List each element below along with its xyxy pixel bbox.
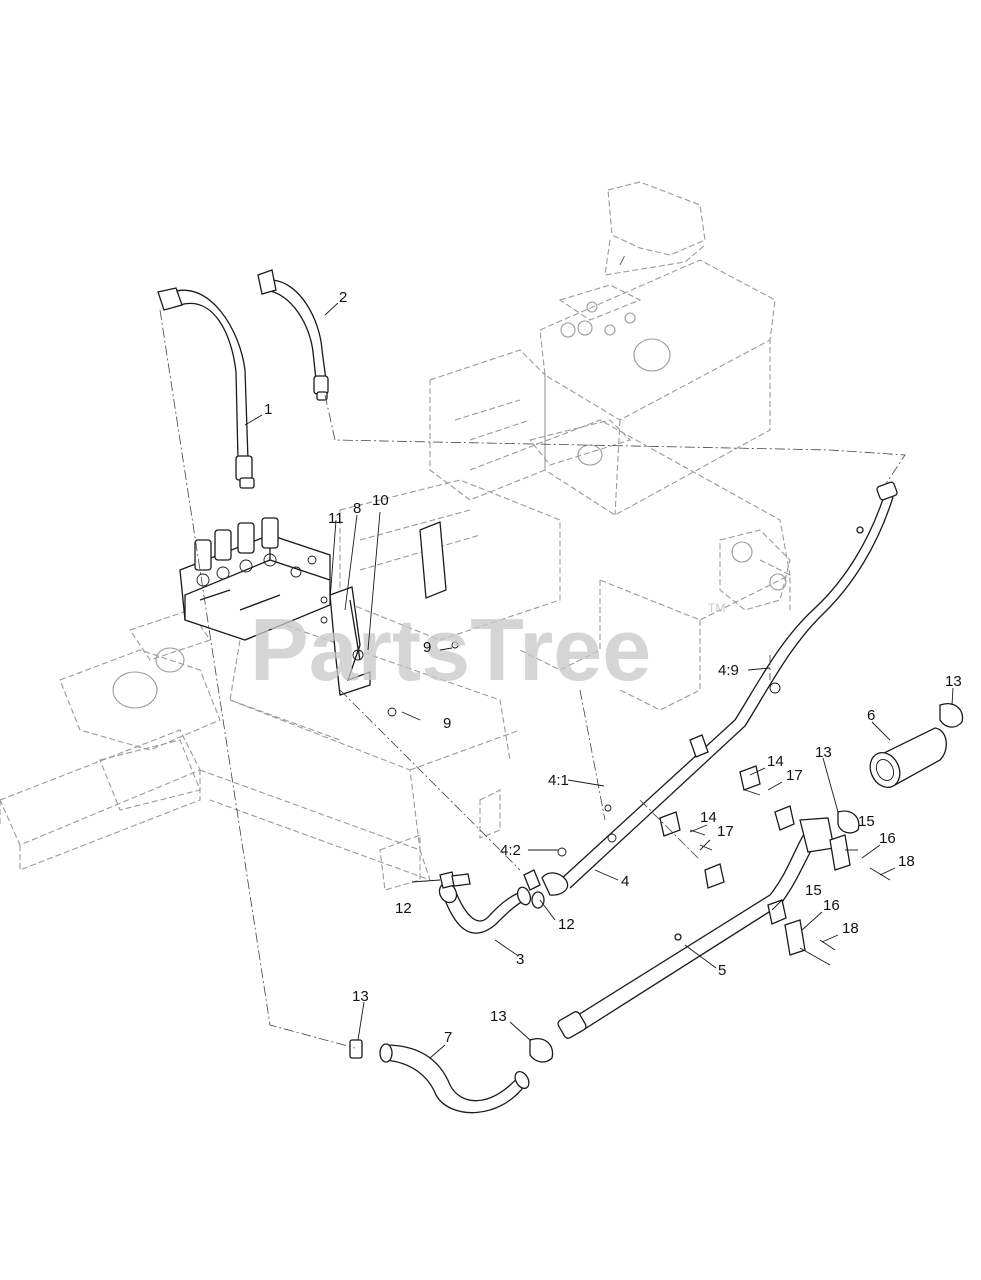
callout-11: 11 bbox=[328, 510, 344, 527]
watermark-text: PartsTree bbox=[250, 600, 651, 699]
callout-7: 7 bbox=[444, 1029, 452, 1046]
tube-4 bbox=[541, 481, 898, 896]
callout-18b: 18 bbox=[842, 920, 859, 937]
callout-18a: 18 bbox=[898, 853, 915, 870]
hose-3 bbox=[438, 882, 532, 934]
filter-6 bbox=[869, 727, 947, 789]
hydraulic-hose-1 bbox=[157, 287, 255, 489]
callout-5: 5 bbox=[718, 962, 726, 979]
callout-12a: 12 bbox=[395, 900, 412, 917]
callout-9b: 9 bbox=[443, 715, 451, 732]
callout-13a: 13 bbox=[945, 673, 962, 690]
callout-16a: 16 bbox=[879, 830, 896, 847]
callout-4-1: 4:1 bbox=[548, 772, 569, 789]
clamps-13 bbox=[349, 703, 964, 1063]
hose-7 bbox=[379, 1043, 530, 1114]
callout-14b: 14 bbox=[700, 809, 717, 826]
routing-lines bbox=[159, 254, 906, 1049]
callout-13d: 13 bbox=[490, 1008, 507, 1025]
control-valve bbox=[179, 517, 331, 641]
watermark: PartsTree TM bbox=[250, 600, 725, 699]
chassis-frame bbox=[0, 181, 791, 891]
callout-6: 6 bbox=[867, 707, 875, 724]
bracket-assembly bbox=[320, 521, 459, 717]
leader-lines bbox=[244, 302, 954, 1059]
callouts: 1 2 3 4 5 6 7 8 9 9 10 11 12 12 13 13 13… bbox=[264, 289, 962, 1046]
callout-14a: 14 bbox=[767, 753, 784, 770]
callout-13c: 13 bbox=[352, 988, 369, 1005]
callout-12b: 12 bbox=[558, 916, 575, 933]
callout-4-9: 4:9 bbox=[718, 662, 739, 679]
callout-1: 1 bbox=[264, 401, 272, 418]
hydraulic-hose-2 bbox=[257, 269, 329, 401]
callout-9a: 9 bbox=[423, 639, 431, 656]
clamps-brackets bbox=[557, 682, 891, 966]
callout-13b: 13 bbox=[815, 744, 832, 761]
fittings-12 bbox=[439, 869, 545, 909]
watermark-trademark: TM bbox=[708, 601, 725, 615]
callout-17a: 17 bbox=[786, 767, 803, 784]
callout-2: 2 bbox=[339, 289, 347, 306]
callout-4-2: 4:2 bbox=[500, 842, 521, 859]
callout-15b: 15 bbox=[805, 882, 822, 899]
callout-3: 3 bbox=[516, 951, 524, 968]
callout-10: 10 bbox=[372, 492, 389, 509]
callout-16b: 16 bbox=[823, 897, 840, 914]
callout-15a: 15 bbox=[858, 813, 875, 830]
callout-8: 8 bbox=[353, 500, 361, 517]
callout-17b: 17 bbox=[717, 823, 734, 840]
callout-4: 4 bbox=[621, 873, 629, 890]
